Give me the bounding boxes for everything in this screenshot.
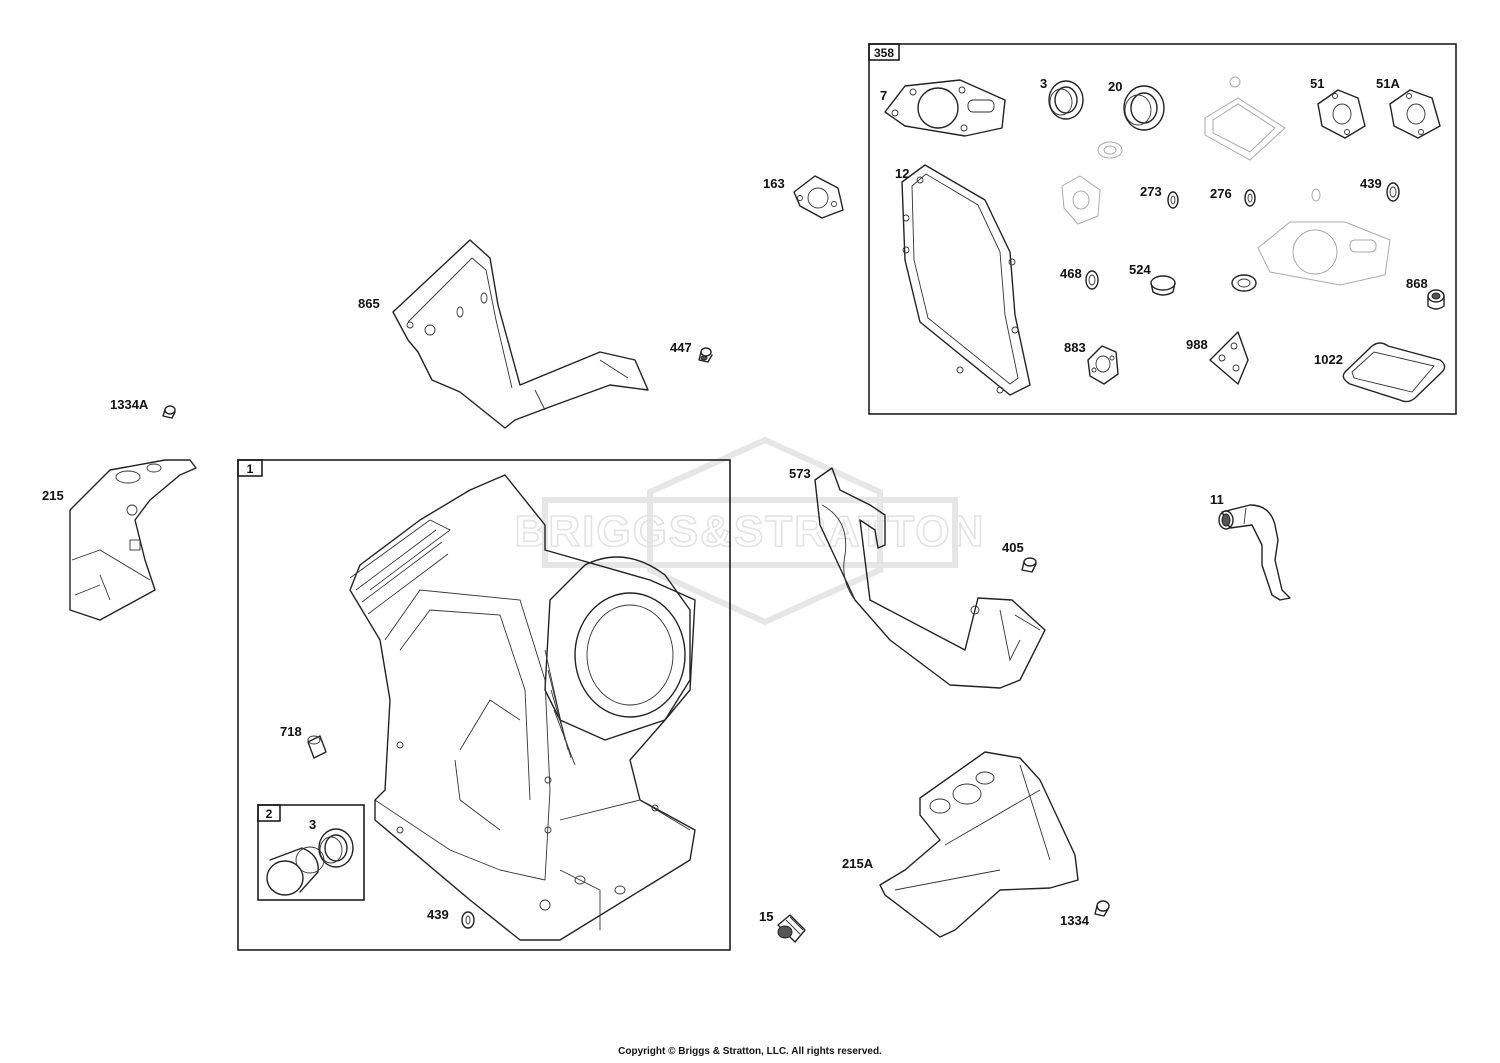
callout-276: 276: [1210, 186, 1232, 201]
callout-20: 20: [1108, 79, 1122, 94]
callout-865: 865: [358, 296, 380, 311]
watermark-text: BRIGGS&STRATTON: [515, 507, 986, 556]
block-box-number: 1: [247, 462, 254, 476]
head-gasket-7[interactable]: [884, 79, 1006, 137]
washer-276[interactable]: [1244, 189, 1256, 207]
callout-163: 163: [763, 176, 785, 191]
gasket-51[interactable]: [1317, 89, 1366, 139]
gasket-163[interactable]: [793, 175, 844, 219]
oil-seal-3-sub[interactable]: [318, 828, 354, 868]
callout-468: 468: [1060, 266, 1082, 281]
callout-11: 11: [1210, 492, 1224, 507]
callout-868: 868: [1406, 276, 1428, 291]
callout-1022: 1022: [1314, 352, 1343, 367]
callout-labels: 7 3 20 51 51A 12 273 276 439 468 524 868…: [42, 76, 1428, 928]
callout-405: 405: [1002, 540, 1024, 555]
callout-439-block: 439: [427, 907, 449, 922]
gasket-51A[interactable]: [1389, 89, 1441, 139]
callout-12: 12: [895, 166, 909, 181]
oil-seal-3[interactable]: [1048, 80, 1084, 120]
dowel-718[interactable]: [307, 735, 327, 759]
shield-865[interactable]: [392, 239, 649, 429]
callout-718: 718: [280, 724, 302, 739]
faint-cover-gasket: [1204, 76, 1286, 161]
copyright-notice: Copyright © Briggs & Stratton, LLC. All …: [618, 1046, 882, 1057]
oil-seal-20[interactable]: [1123, 85, 1165, 131]
gasket-988[interactable]: [1209, 331, 1249, 385]
washer-439-block[interactable]: [461, 911, 475, 929]
washer-439-kit[interactable]: [1386, 182, 1400, 202]
kit-box-358[interactable]: 358: [868, 43, 1457, 415]
callout-1334A: 1334A: [110, 397, 149, 412]
bolt-1334A[interactable]: [162, 405, 176, 419]
bolt-405[interactable]: [1021, 557, 1037, 573]
callout-51A: 51A: [1376, 76, 1400, 91]
crankcase-gasket-12[interactable]: [901, 164, 1031, 396]
fitting-15[interactable]: [777, 914, 806, 943]
faint-seal: [1231, 274, 1257, 292]
block-box-1[interactable]: 1: [237, 459, 731, 951]
callout-15: 15: [759, 909, 773, 924]
faint-small-gasket: [1061, 175, 1101, 225]
callout-1334: 1334: [1060, 913, 1090, 928]
callout-573: 573: [789, 466, 811, 481]
callout-273: 273: [1140, 184, 1162, 199]
plug-524[interactable]: [1150, 275, 1176, 296]
sleeve-bearing[interactable]: [266, 846, 325, 896]
hose-11[interactable]: [1218, 504, 1291, 601]
callout-883: 883: [1064, 340, 1086, 355]
callout-7: 7: [880, 88, 887, 103]
shield-215[interactable]: [69, 459, 197, 621]
callout-215A: 215A: [842, 856, 874, 871]
callout-524: 524: [1129, 262, 1151, 277]
faint-head-gasket: [1257, 221, 1391, 286]
faint-small-washer: [1311, 188, 1321, 202]
bolt-447[interactable]: [698, 347, 713, 363]
sub-box-2[interactable]: 2: [257, 804, 365, 901]
kit-box-number: 358: [874, 46, 894, 60]
sub-box-number: 2: [266, 807, 273, 821]
watermark-logo: BRIGGS&STRATTON: [514, 436, 986, 626]
callout-439-kit: 439: [1360, 176, 1382, 191]
shield-215A[interactable]: [879, 751, 1079, 938]
gasket-883[interactable]: [1087, 345, 1119, 385]
parts-diagram: BRIGGS&STRATTON 358 1 2: [42, 43, 1457, 951]
callout-3: 3: [1040, 76, 1047, 91]
cover-gasket-1022[interactable]: [1342, 342, 1446, 403]
callout-3-sub: 3: [309, 817, 316, 832]
bolt-1334[interactable]: [1094, 900, 1110, 917]
callout-988: 988: [1186, 337, 1208, 352]
valve-seal-868[interactable]: [1427, 289, 1445, 310]
engine-block[interactable]: [349, 474, 696, 941]
faint-washer: [1097, 141, 1123, 159]
baffle-573[interactable]: [814, 467, 1046, 689]
washer-468[interactable]: [1085, 270, 1099, 290]
callout-447: 447: [670, 340, 692, 355]
callout-51: 51: [1310, 76, 1324, 91]
washer-273[interactable]: [1167, 191, 1179, 209]
callout-215: 215: [42, 488, 64, 503]
